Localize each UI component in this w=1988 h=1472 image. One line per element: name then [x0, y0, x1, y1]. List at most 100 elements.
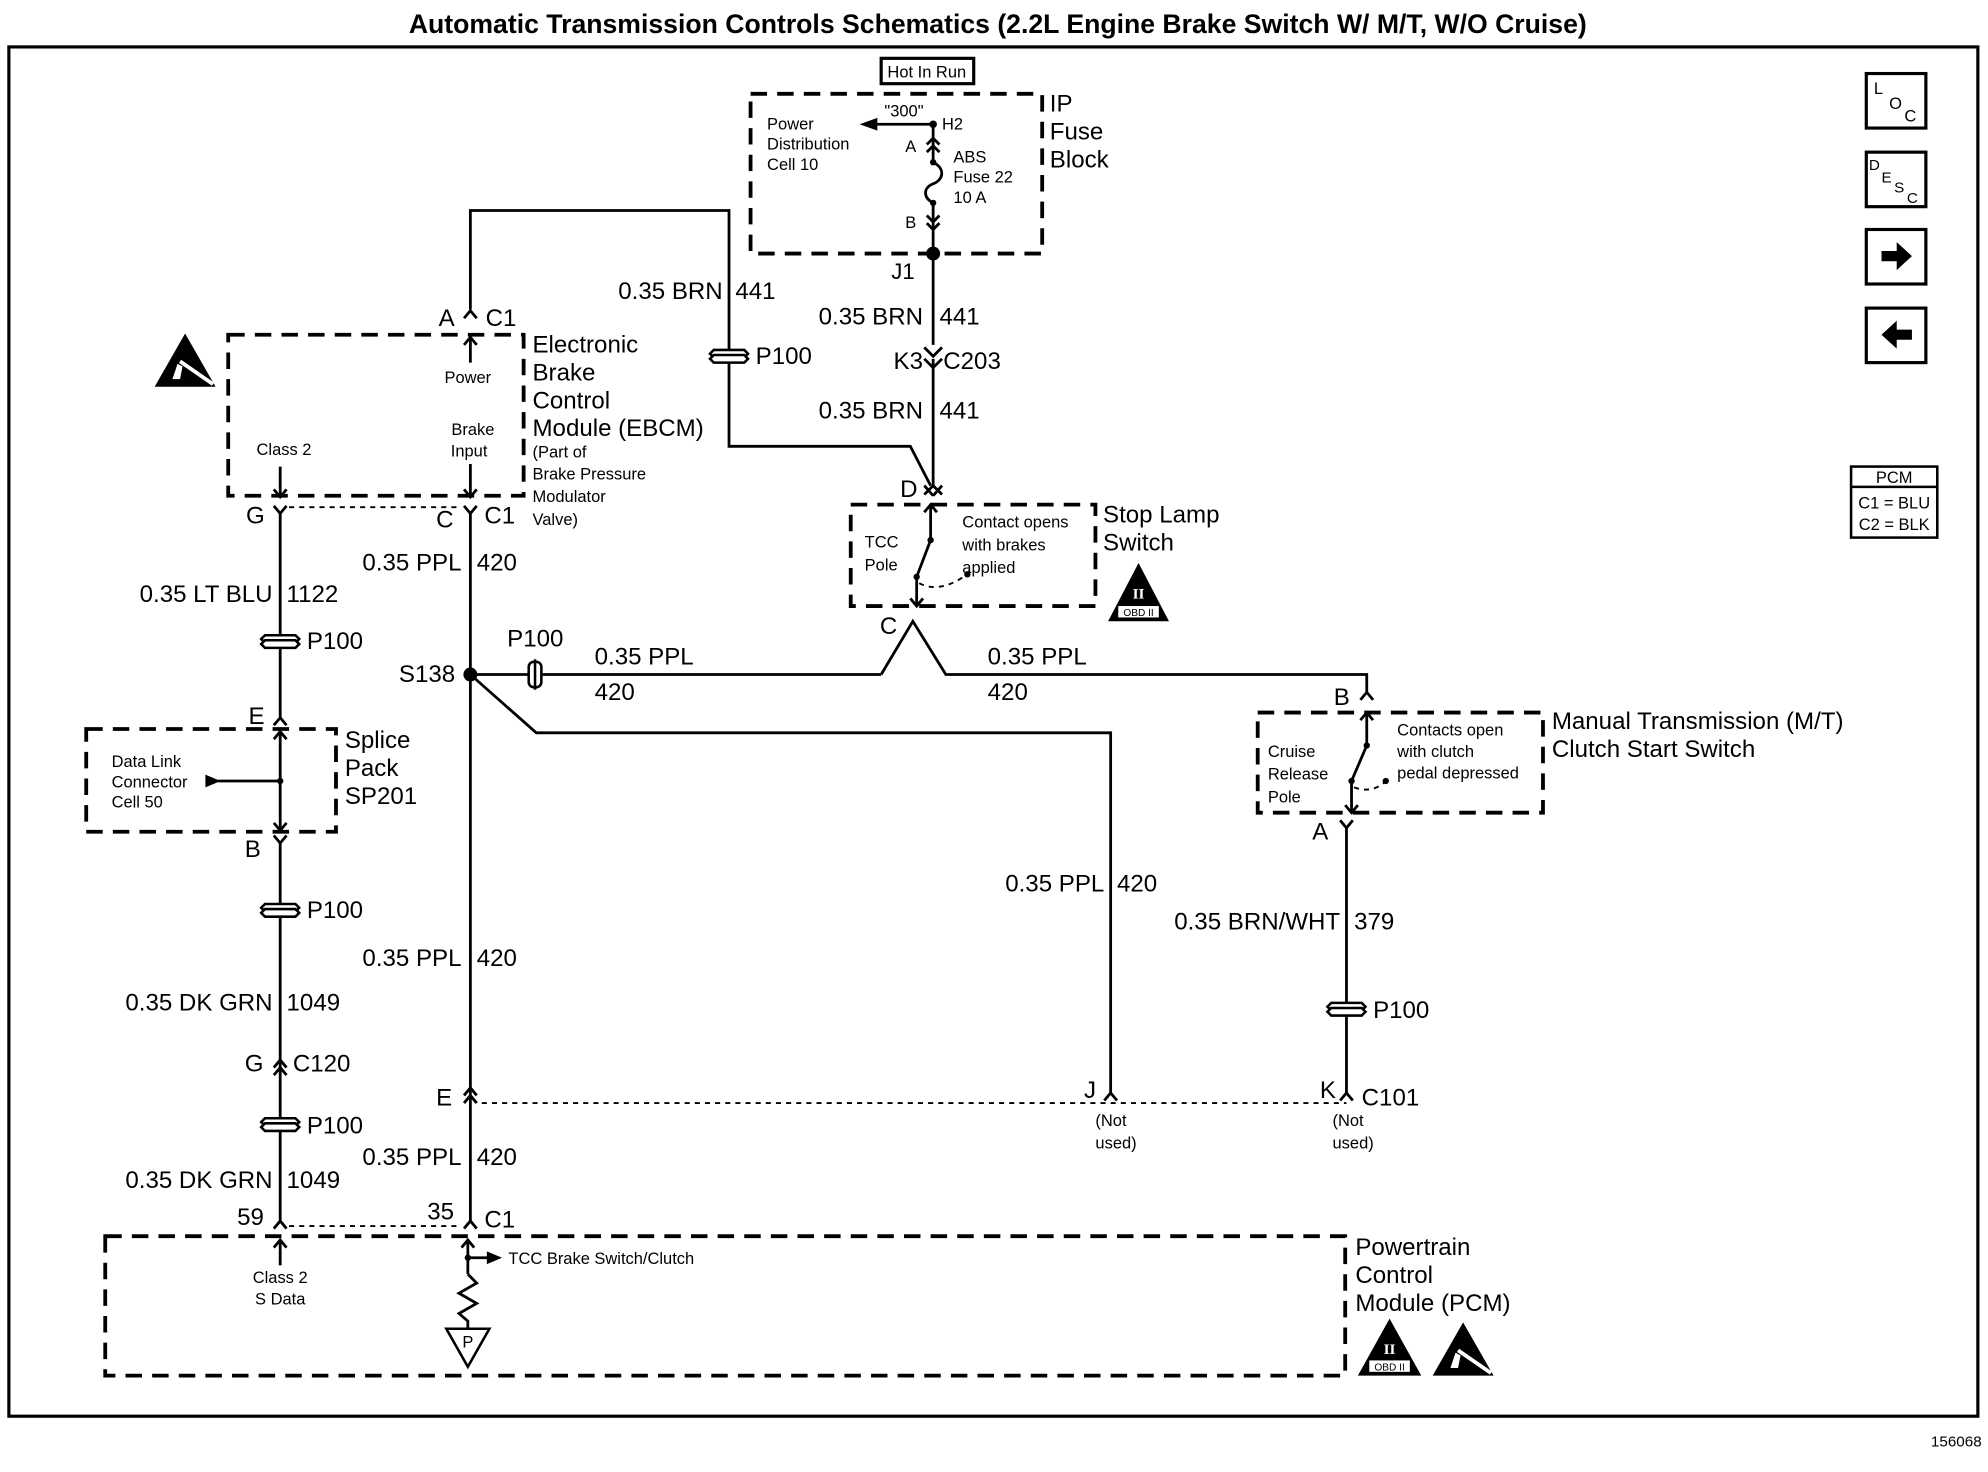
connector-pin-j: J [1084, 1077, 1096, 1104]
ebcm-name: Brake [532, 359, 595, 386]
page-title: Automatic Transmission Controls Schemati… [409, 9, 1587, 39]
esd-warning-icon [1430, 1320, 1496, 1378]
arrow-left-icon [1881, 320, 1912, 349]
ebcm-name: Module (EBCM) [532, 415, 703, 442]
tcc-pole-label: Pole [865, 557, 898, 575]
clutch-switch-name: Manual Transmission (M/T) [1552, 708, 1844, 735]
clutch-note: pedal depressed [1397, 764, 1519, 782]
tcc-signal-label: TCC Brake Switch/Clutch [508, 1250, 694, 1268]
pcm-pin-35: 35 [427, 1199, 454, 1226]
connector-p100: P100 [307, 897, 363, 924]
splice-pin-e: E [249, 703, 265, 730]
connector-pin: K3 [894, 348, 923, 375]
terminal-a: A [905, 138, 916, 156]
wire-circuit-number: 441 [939, 304, 979, 331]
connector-p100: P100 [307, 628, 363, 655]
loc-letter: L [1874, 80, 1883, 98]
connector-p100: P100 [1373, 997, 1429, 1024]
junction-j1: J1 [891, 259, 914, 284]
bus-300-label: "300" [884, 103, 923, 121]
diagram-frame [7, 45, 1980, 1418]
stop-lamp-pin-c: C [880, 613, 897, 640]
wire-circuit-number: 420 [477, 945, 517, 972]
wire-gauge-color: 0.35 PPL [362, 945, 461, 972]
wire-ppl-420: 0.35 PPL 420 S138 P100 0.35 PPL 420 0.35… [362, 513, 1420, 1230]
wire-gauge-color: 0.35 PPL [1005, 870, 1104, 897]
pcm-module: 59 35 C1 Class 2 S Data TCC Brake Switch… [103, 1199, 1511, 1378]
clutch-pin-b: B [1334, 684, 1350, 711]
brake-input-label: Input [451, 442, 488, 460]
stop-lamp-note: with brakes [961, 536, 1045, 554]
fuse-label: Fuse 22 [953, 169, 1013, 187]
previous-page-button[interactable] [1864, 306, 1928, 365]
terminal-h2: H2 [942, 115, 963, 133]
connector-c120: C120 [293, 1050, 351, 1077]
wire-gauge-color: 0.35 BRN [819, 304, 923, 331]
fuse-block-name: IP [1050, 91, 1073, 118]
connector-pin-e: E [436, 1085, 452, 1112]
wire-circuit-number: 420 [477, 550, 517, 577]
power-distribution-label: Cell 10 [767, 156, 818, 174]
clutch-switch-name: Clutch Start Switch [1552, 736, 1755, 763]
ebcm-note: Brake Pressure [532, 465, 646, 483]
splice-pin-b: B [245, 836, 261, 863]
desc-letter: S [1894, 180, 1904, 197]
pcm-name: Control [1355, 1262, 1433, 1289]
desc-letter: C [1907, 190, 1918, 207]
ebcm-note: (Part of [532, 444, 586, 462]
wire-circuit-number: 420 [477, 1144, 517, 1171]
wire-gauge-color: 0.35 DK GRN [125, 989, 272, 1016]
stop-lamp-note: applied [962, 559, 1015, 577]
desc-button[interactable]: D E S C [1864, 150, 1928, 209]
legend-c1: C1 = BLU [1858, 494, 1930, 512]
connector-p100: P100 [756, 343, 812, 370]
not-used-label: (Not [1333, 1112, 1365, 1130]
ebcm-connector-c1: C1 [486, 305, 517, 332]
ebcm-module: A C1 Power Brake Input Class 2 Electroni… [152, 305, 704, 533]
class2-sdata-label: S Data [255, 1291, 306, 1309]
loc-letter: C [1904, 108, 1916, 126]
fuse-block-name: Fuse [1050, 118, 1104, 145]
wire-gauge-color: 0.35 PPL [988, 643, 1087, 670]
hot-in-run-label: Hot In Run [887, 63, 966, 81]
pcm-connector-c1: C1 [484, 1206, 515, 1233]
fuse-icon [924, 161, 944, 205]
wire-gauge-color: 0.35 BRN [819, 397, 923, 424]
dlc-label: Cell 50 [112, 794, 163, 812]
dlc-label: Data Link [112, 753, 182, 771]
terminal-b: B [905, 214, 916, 232]
connector-pin: G [245, 1050, 264, 1077]
svg-text:II: II [1133, 585, 1145, 602]
not-used-label: used) [1333, 1135, 1374, 1153]
power-pin-label: Power [444, 369, 491, 387]
wire-circuit-number: 1122 [287, 581, 339, 608]
next-page-button[interactable] [1864, 227, 1928, 286]
esd-warning-icon [152, 331, 218, 389]
arrow-left-icon [859, 117, 878, 131]
stop-lamp-name: Switch [1103, 529, 1174, 556]
not-used-label: (Not [1095, 1112, 1127, 1130]
splice-pack-name: SP201 [345, 783, 417, 810]
pcm-name: Module (PCM) [1355, 1290, 1510, 1317]
stop-lamp-switch: D TCC Pole Contact opens with brakes app… [848, 476, 1219, 640]
fuse-label: ABS [953, 148, 986, 166]
clutch-start-switch: B Cruise Release Pole Contacts open with… [1174, 684, 1844, 1093]
brake-input-label: Brake [451, 421, 494, 439]
pcm-pin-59: 59 [237, 1204, 264, 1231]
not-used-label: used) [1095, 1135, 1136, 1153]
pcm-name: Powertrain [1355, 1234, 1470, 1261]
ebcm-pin-c: C [436, 506, 453, 533]
wire-circuit-number: 441 [735, 278, 775, 305]
splice-s138: S138 [399, 661, 455, 688]
ip-fuse-block: Hot In Run IP Fuse Block Power Distribut… [748, 56, 1110, 284]
loc-button[interactable]: L O C [1864, 71, 1928, 130]
power-distribution-label: Power [767, 115, 814, 133]
ebcm-connector-c1: C1 [484, 503, 515, 530]
connector-c203: C203 [943, 348, 1001, 375]
connector-c101: C101 [1362, 1085, 1420, 1112]
reference-voltage-icon [444, 1327, 492, 1370]
loc-letter: O [1889, 95, 1902, 113]
clutch-note: Contacts open [1397, 721, 1503, 739]
wire-gauge-color: 0.35 BRN/WHT [1174, 908, 1340, 935]
stop-lamp-name: Stop Lamp [1103, 501, 1219, 528]
